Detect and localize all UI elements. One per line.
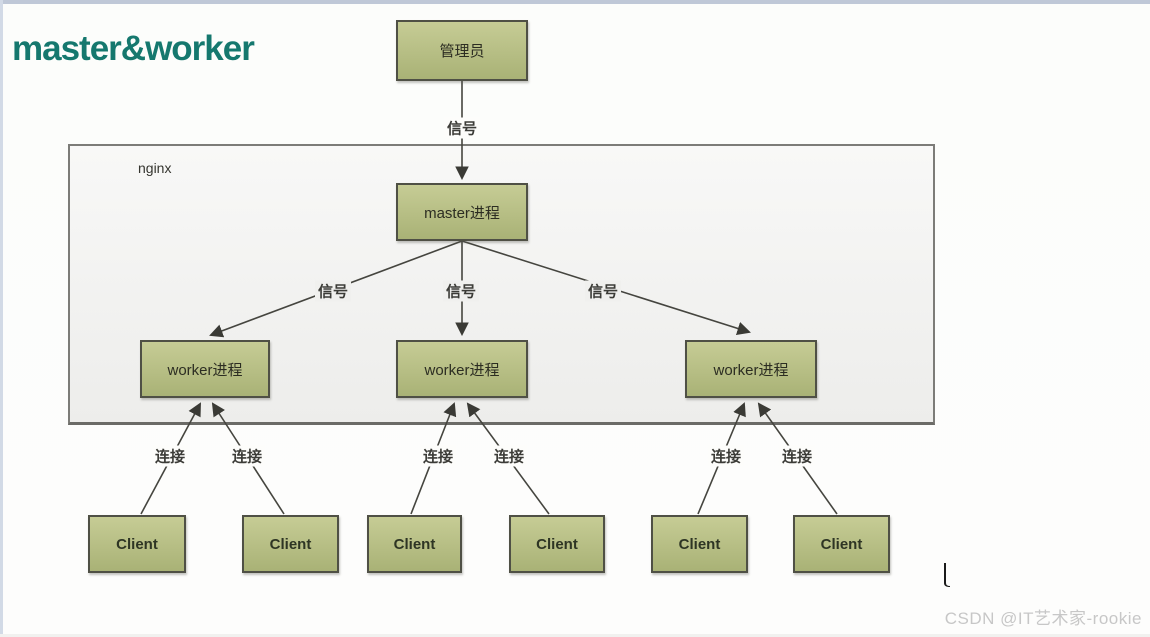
client-node-5: Client [651, 515, 748, 573]
client-node-2: Client [242, 515, 339, 573]
signal-label-2: 信号 [442, 280, 480, 302]
watermark-text: CSDN @IT艺术家-rookie [944, 609, 1142, 628]
client-node-1: Client [88, 515, 186, 573]
connection-label-6: 连接 [778, 445, 816, 467]
worker-process-node-3: worker进程 [685, 340, 817, 398]
connection-label-1: 连接 [151, 445, 189, 467]
connection-label-5: 连接 [707, 445, 745, 467]
client-node-4: Client [509, 515, 605, 573]
left-accent-strip [0, 0, 3, 637]
bottom-accent-strip [0, 634, 1150, 637]
client-node-3: Client [367, 515, 462, 573]
worker-process-node-2: worker进程 [396, 340, 528, 398]
top-accent-strip [0, 0, 1150, 4]
page-title: master&worker [12, 29, 255, 69]
client-node-6: Client [793, 515, 890, 573]
signal-label-top: 信号 [443, 117, 481, 139]
signal-label-3: 信号 [584, 280, 622, 302]
signal-label-1: 信号 [314, 280, 352, 302]
admin-node: 管理员 [396, 20, 528, 81]
connection-label-2: 连接 [228, 445, 266, 467]
nginx-container-label: nginx [138, 160, 172, 176]
text-cursor-icon [944, 563, 950, 587]
connection-label-3: 连接 [419, 445, 457, 467]
worker-process-node-1: worker进程 [140, 340, 270, 398]
master-process-node: master进程 [396, 183, 528, 241]
connection-label-4: 连接 [490, 445, 528, 467]
